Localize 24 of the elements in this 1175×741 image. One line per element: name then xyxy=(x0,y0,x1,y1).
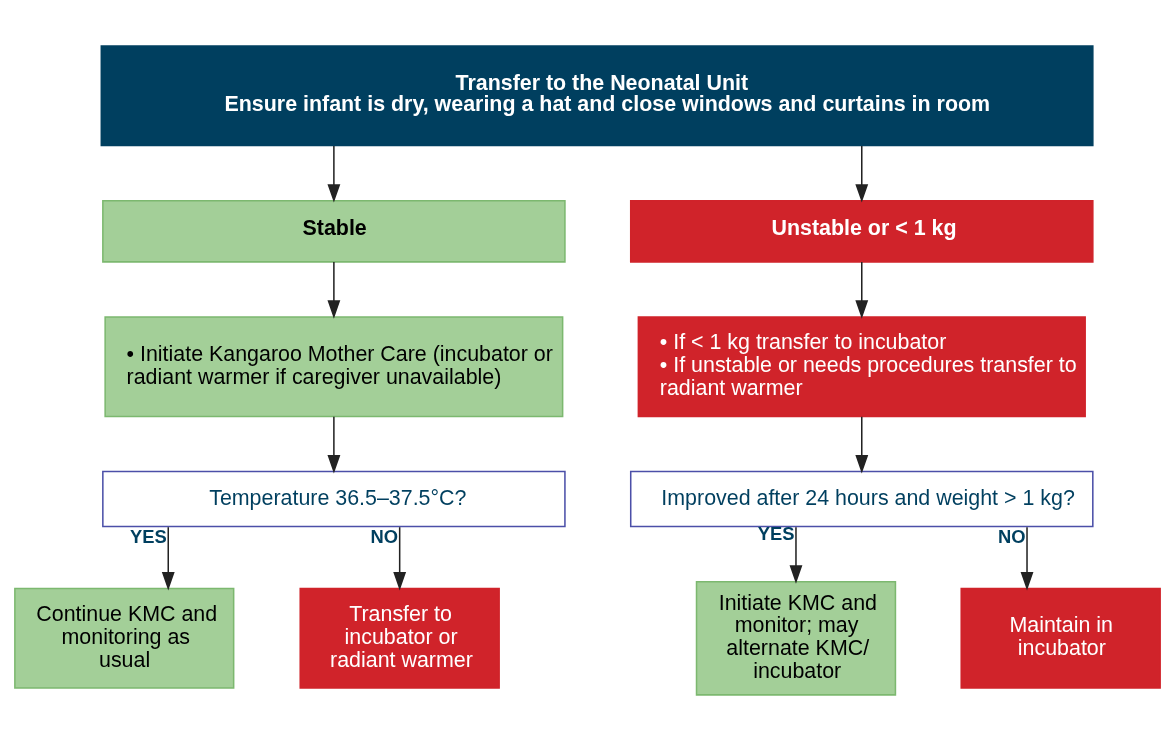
node-box: Maintain in incubator xyxy=(960,587,1161,689)
node-box: Continue KMC and monitoring as usual xyxy=(14,587,235,689)
node-box: Initiate KMC and monitor; may alternate KMC/ incubator xyxy=(695,580,897,696)
node-box: Temperature 36.5–37.5°C? xyxy=(102,470,566,528)
arrow xyxy=(161,526,175,591)
node-box: Improved after 24 hours and weight > 1 kg? xyxy=(629,470,1094,528)
edge-label: YES xyxy=(130,526,167,548)
node-box: Transfer to the Neonatal Unit Ensure infant is dry, wearing a hat and close windows and curtains in room xyxy=(100,45,1094,147)
arrow xyxy=(327,415,341,474)
arrow xyxy=(393,526,407,591)
arrow xyxy=(327,261,341,319)
node-box: Stable xyxy=(102,199,566,263)
arrow xyxy=(855,261,869,319)
arrow xyxy=(327,145,341,203)
node-box: • Initiate Kangaroo Mother Care (incubator or radiant warmer if caregiver unavailable) xyxy=(104,316,564,418)
arrow xyxy=(1020,526,1034,591)
edge-label: NO xyxy=(997,526,1026,548)
edge-label: NO xyxy=(370,526,399,548)
node-box: Transfer to incubator or radiant warmer xyxy=(299,587,500,689)
arrow xyxy=(855,415,869,474)
node-box: Unstable or < 1 kg xyxy=(629,199,1094,263)
arrow xyxy=(855,145,869,203)
arrow xyxy=(789,526,803,584)
node-box: • If < 1 kg transfer to incubator • If unstable or needs procedures transfer to radiant warmer xyxy=(637,316,1086,418)
